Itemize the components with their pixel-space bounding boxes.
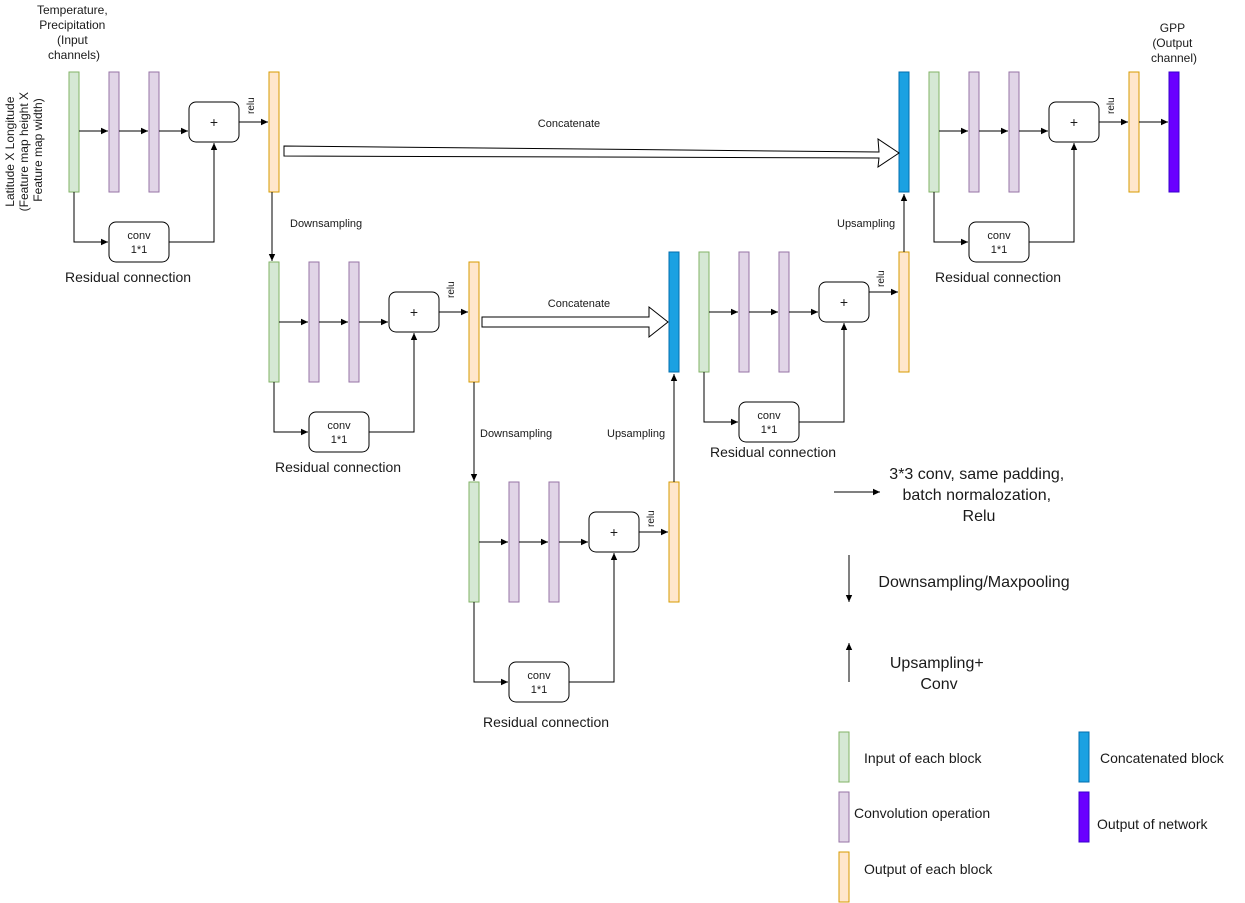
conv1x1-node bbox=[508, 661, 570, 703]
output-bar bbox=[468, 261, 480, 383]
conv-bar bbox=[108, 71, 120, 193]
conv1x1-label: conv bbox=[327, 420, 351, 432]
input-channels-label: Temperature, Precipitation (Input channe… bbox=[37, 3, 111, 62]
relu-label: relu bbox=[246, 97, 257, 114]
conv-bar bbox=[1008, 71, 1020, 193]
legend-input-text: Input of each block bbox=[864, 750, 983, 766]
conv-bar bbox=[308, 261, 320, 383]
add-node bbox=[818, 281, 870, 323]
relu-label: relu bbox=[1106, 97, 1117, 114]
residual-connection-label: Residual connection bbox=[65, 269, 191, 285]
final-output-bar bbox=[1168, 71, 1180, 193]
plus-symbol: + bbox=[410, 304, 418, 320]
conv1x1-label: conv bbox=[527, 670, 551, 682]
upsampling-label: Upsampling bbox=[837, 218, 895, 230]
relu-label: relu bbox=[646, 510, 657, 527]
decoder-block-1: + relu conv 1*1 Residual connection bbox=[668, 251, 910, 460]
conv1x1-label: 1*1 bbox=[531, 684, 548, 696]
concatenate-label: Concatenate bbox=[548, 298, 610, 310]
plus-symbol: + bbox=[210, 114, 218, 130]
conv1x1-label: 1*1 bbox=[131, 244, 148, 256]
output-bar bbox=[268, 71, 280, 193]
legend-conv-text: Convolution operation bbox=[854, 805, 990, 821]
concatenate-label: Concatenate bbox=[538, 118, 600, 130]
upsampling-label: Upsampling bbox=[607, 428, 665, 440]
output-bar bbox=[668, 481, 680, 603]
output-bar bbox=[898, 251, 910, 373]
residual-connection-label: Residual connection bbox=[935, 269, 1061, 285]
conv1x1-node bbox=[108, 221, 170, 263]
conv1x1-label: conv bbox=[127, 230, 151, 242]
concatenate-arrow-top bbox=[283, 138, 900, 169]
encoder-block-1: + relu conv 1*1 Residual connection bbox=[65, 71, 280, 285]
conv-bar bbox=[508, 481, 520, 603]
conv-bar bbox=[548, 481, 560, 603]
concatenate-arrow-middle bbox=[481, 305, 669, 339]
relu-label: relu bbox=[446, 281, 457, 298]
legend: 3*3 conv, same padding, batch normalozat… bbox=[834, 466, 1225, 903]
conv1x1-node bbox=[968, 221, 1030, 263]
conv-bar bbox=[778, 251, 790, 373]
legend-output-text: Output of each block bbox=[864, 861, 993, 877]
legend-arrow-up-text: Upsampling+ Conv bbox=[890, 655, 988, 693]
output-bar bbox=[1128, 71, 1140, 193]
conv1x1-label: 1*1 bbox=[761, 424, 778, 436]
legend-network-output-text: Output of network bbox=[1097, 816, 1209, 832]
legend-input-swatch bbox=[838, 731, 850, 783]
legend-concat-swatch bbox=[1078, 731, 1090, 783]
residual-connection-label: Residual connection bbox=[710, 444, 836, 460]
conv-bar bbox=[348, 261, 360, 383]
relu-label: relu bbox=[876, 270, 887, 287]
dimension-label: Latitude X Longitude (Feature map height… bbox=[3, 89, 45, 212]
residual-connection-label: Residual connection bbox=[275, 459, 401, 475]
input-bar bbox=[68, 71, 80, 193]
conv1x1-label: 1*1 bbox=[331, 434, 348, 446]
gpp-label: GPP (Output channel) bbox=[1151, 21, 1197, 65]
legend-arrow-down-text: Downsampling/Maxpooling bbox=[878, 574, 1069, 591]
conv1x1-label: conv bbox=[757, 410, 781, 422]
legend-concat-text: Concatenated block bbox=[1100, 750, 1225, 766]
legend-conv-swatch bbox=[838, 791, 850, 843]
downsampling-label: Downsampling bbox=[480, 428, 552, 440]
legend-network-output-swatch bbox=[1078, 791, 1090, 843]
concat-bar bbox=[668, 251, 680, 373]
conv1x1-node bbox=[308, 411, 370, 453]
conv-bar bbox=[738, 251, 750, 373]
plus-symbol: + bbox=[1070, 114, 1078, 130]
conv-bar bbox=[148, 71, 160, 193]
conv1x1-node bbox=[738, 401, 800, 443]
conv-bar bbox=[968, 71, 980, 193]
encoder-block-2: + relu conv 1*1 Residual connection bbox=[268, 261, 480, 475]
input-bar bbox=[928, 71, 940, 193]
legend-arrow-right-text: 3*3 conv, same padding, batch normalozat… bbox=[889, 466, 1068, 525]
conv1x1-label: conv bbox=[987, 230, 1011, 242]
input-bar bbox=[698, 251, 710, 373]
input-bar bbox=[468, 481, 480, 603]
bottleneck-block: + relu conv 1*1 Residual connection bbox=[468, 481, 680, 730]
conv1x1-label: 1*1 bbox=[991, 244, 1008, 256]
downsampling-label: Downsampling bbox=[290, 218, 362, 230]
decoder-block-2: + relu conv 1*1 Residual connection bbox=[898, 71, 1180, 285]
input-bar bbox=[268, 261, 280, 383]
concat-bar bbox=[898, 71, 910, 193]
plus-symbol: + bbox=[610, 524, 618, 540]
legend-output-swatch bbox=[838, 851, 850, 903]
residual-connection-label: Residual connection bbox=[483, 714, 609, 730]
plus-symbol: + bbox=[840, 294, 848, 310]
